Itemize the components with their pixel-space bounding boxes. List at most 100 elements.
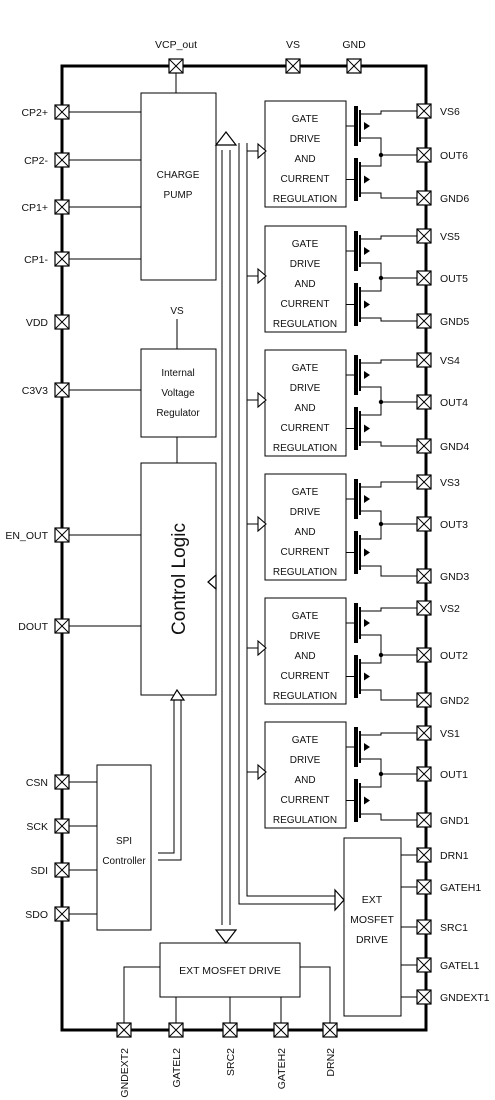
pin-label-out2: OUT2 <box>440 650 468 662</box>
pin-label-out5: OUT5 <box>440 273 468 285</box>
pin-label-out1: OUT1 <box>440 769 468 781</box>
gate-drive-1-label-5: REGULATION <box>273 815 337 826</box>
pin-label-c3v3: C3V3 <box>22 385 48 397</box>
gate-drive-4-label-1: GATE <box>292 363 319 374</box>
pin-label-en-out: EN_OUT <box>5 530 48 542</box>
pin-out6 <box>416 147 432 163</box>
pin-gndext2 <box>116 1022 132 1038</box>
ext-mosfet-drive-bottom-block: EXT MOSFET DRIVE <box>159 942 301 998</box>
pin-label-gnd5: GND5 <box>440 316 469 328</box>
pin-label-gnd3: GND3 <box>440 571 469 583</box>
charge-pump-block: CHARGE PUMP <box>140 92 217 281</box>
gate-drive-block-1: GATE DRIVE AND CURRENT REGULATION <box>247 721 347 829</box>
pin-cp1 <box>54 251 70 267</box>
ext-mosfet-right-label-2: MOSFET <box>350 914 394 926</box>
pin-label-vs1: VS1 <box>440 728 460 740</box>
pin-label-sdo: SDO <box>25 909 48 921</box>
pin-label-vs6: VS6 <box>440 106 460 118</box>
pin-out1 <box>416 766 432 782</box>
ext-mosfet-right-label-1: EXT <box>362 894 383 906</box>
voltage-regulator-block: Internal Voltage Regulator <box>140 348 217 438</box>
pin-vs5 <box>416 228 432 244</box>
pin-en-out <box>54 527 70 543</box>
pin-vdd <box>54 314 70 330</box>
pin-label-gateh2: GATEH2 <box>276 1048 288 1089</box>
pin-out2 <box>416 647 432 663</box>
control-logic-label: Control Logic <box>169 523 190 635</box>
gate-drive-4-label-3: AND <box>294 403 315 414</box>
bus-arrows <box>169 131 345 944</box>
pin-cp2 <box>54 152 70 168</box>
pin-label-gnd4: GND4 <box>440 441 469 453</box>
gate-drive-3-label-3: AND <box>294 527 315 538</box>
internal-bus <box>158 143 335 925</box>
pin-label-cp1: CP1+ <box>21 202 48 214</box>
mosfet-pair-2 <box>346 603 417 701</box>
regulator-label-1: Internal <box>161 368 194 379</box>
charge-pump-label-1: CHARGE <box>157 170 200 181</box>
pin-label-sck: SCK <box>26 821 48 833</box>
pin-label-out3: OUT3 <box>440 519 468 531</box>
pin-label-cp2: CP2- <box>24 155 48 167</box>
pin-label-src2: SRC2 <box>225 1048 237 1076</box>
pin-drn2 <box>322 1022 338 1038</box>
pin-label-dout: DOUT <box>18 621 48 633</box>
mosfet-pair-3 <box>346 479 417 577</box>
pin-label-csn: CSN <box>26 777 48 789</box>
pin-label-vs2: VS2 <box>440 603 460 615</box>
charge-pump-label-2: PUMP <box>164 190 193 201</box>
pin-vs <box>285 58 301 74</box>
gate-drive-5-label-4: CURRENT <box>281 299 330 310</box>
pin-gnd2 <box>416 692 432 708</box>
pin-wires <box>69 73 417 1023</box>
gate-drive-4-label-2: DRIVE <box>290 383 321 394</box>
control-logic-block: Control Logic <box>140 462 217 696</box>
gate-drive-4-label-5: REGULATION <box>273 443 337 454</box>
gate-drive-5-label-3: AND <box>294 279 315 290</box>
gate-drive-1-label-4: CURRENT <box>281 795 330 806</box>
pin-label-drn2: DRN2 <box>325 1048 337 1077</box>
gate-drive-6-label-1: GATE <box>292 114 319 125</box>
gate-drive-1-label-3: AND <box>294 775 315 786</box>
pin-label-vs: VS <box>286 39 300 51</box>
pin-out4 <box>416 394 432 410</box>
pin-cp1 <box>54 199 70 215</box>
pin-label-gatel2: GATEL2 <box>171 1048 183 1088</box>
mosfet-pair-5 <box>346 231 417 326</box>
gate-drive-1-label-2: DRIVE <box>290 755 321 766</box>
gate-drive-6-label-3: AND <box>294 154 315 165</box>
regulator-label-2: Voltage <box>161 388 195 399</box>
pin-label-vcp-out: VCP_out <box>155 39 197 51</box>
pin-label-gnd6: GND6 <box>440 193 469 205</box>
gate-drive-3-label-5: REGULATION <box>273 567 337 578</box>
gate-drive-1-label-1: GATE <box>292 735 319 746</box>
pin-cp2 <box>54 104 70 120</box>
chip-outline <box>60 64 428 1032</box>
pin-csn <box>54 774 70 790</box>
pin-label-src1: SRC1 <box>440 922 468 934</box>
pin-src1 <box>416 919 432 935</box>
ext-mosfet-right-label-3: DRIVE <box>356 934 388 946</box>
pin-sdi <box>54 862 70 878</box>
pin-sdo <box>54 906 70 922</box>
pin-label-vs3: VS3 <box>440 477 460 489</box>
pin-gnd1 <box>416 812 432 828</box>
regulator-label-3: Regulator <box>156 408 200 419</box>
pin-label-gatel1: GATEL1 <box>440 960 480 972</box>
pin-gatel2 <box>168 1022 184 1038</box>
pin-label-gnd: GND <box>342 39 366 51</box>
gate-drive-stack: GATE DRIVE AND CURRENT REGULATION GATE DRIVE AN… <box>247 100 417 829</box>
gate-drive-3-label-2: DRIVE <box>290 507 321 518</box>
spi-label-1: SPI <box>116 836 132 847</box>
gate-drive-2-label-5: REGULATION <box>273 691 337 702</box>
pin-label-out6: OUT6 <box>440 150 468 162</box>
pin-label-sdi: SDI <box>30 865 48 877</box>
pin-vs4 <box>416 352 432 368</box>
pin-out5 <box>416 270 432 286</box>
pin-vs1 <box>416 725 432 741</box>
pin-label-gndext2: GNDEXT2 <box>119 1048 131 1098</box>
pin-label-gateh1: GATEH1 <box>440 882 481 894</box>
pin-out3 <box>416 516 432 532</box>
